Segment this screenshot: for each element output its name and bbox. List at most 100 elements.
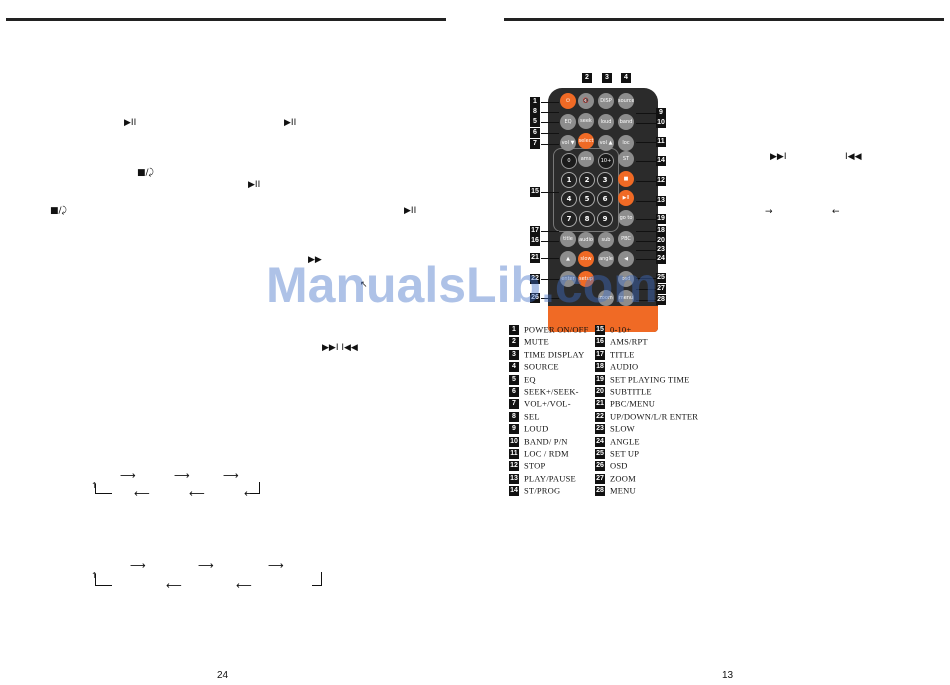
callout-23: 23: [656, 245, 666, 255]
callout-leader-line: [541, 122, 559, 123]
num2-button: 2: [579, 172, 595, 188]
legend-label: VOL+/VOL-: [524, 398, 571, 409]
legend-label: ANGLE: [610, 436, 640, 447]
goto-button: go to: [618, 210, 634, 226]
callout-13: 13: [656, 196, 666, 206]
legend-number-badge: 16: [595, 337, 605, 348]
source-button: source: [618, 93, 634, 109]
flow-bracket-left: [95, 484, 112, 494]
num5-button: 5: [579, 191, 595, 207]
callout-11: 11: [656, 137, 666, 147]
menu-button: menu: [618, 290, 634, 306]
seek-button: seek: [578, 113, 594, 129]
pbc-button: PBC: [618, 231, 634, 247]
angle-button: angle: [598, 251, 614, 267]
left-arrow-icon: ⟵: [166, 579, 182, 592]
callout-22: 22: [530, 274, 540, 284]
play-pause-icon: ▶II: [124, 118, 137, 128]
right-arrow-icon: ⟶: [130, 559, 146, 572]
callout-leader-line: [541, 279, 559, 280]
stop-return-icon: ■/⤸: [50, 206, 67, 216]
callout-leader-line: [636, 231, 656, 232]
right-arrow-icon: ⟶: [174, 469, 190, 482]
legend-label: LOC / RDM: [524, 448, 569, 459]
left-arrow-icon: ⟵: [134, 487, 150, 500]
legend-number-badge: 22: [595, 411, 605, 422]
legend-label: EQ: [524, 374, 536, 385]
num6-button: 6: [597, 191, 613, 207]
legend-number-badge: 15: [595, 325, 605, 336]
band-button: band P/N: [618, 114, 634, 130]
callout-15: 15: [530, 187, 540, 197]
callout-leader-line: [636, 300, 656, 301]
legend-number-badge: 12: [509, 461, 519, 472]
up-arrow-icon: ↑: [91, 481, 98, 490]
legend-number-badge: 23: [595, 424, 605, 435]
callout-16: 16: [530, 236, 540, 246]
right-arrow-icon: ⟶: [268, 559, 284, 572]
ten-plus-button: 10+: [598, 153, 614, 169]
legend-label: ST/PROG: [524, 485, 561, 496]
vol-up-button: vol ▲: [598, 135, 614, 151]
ams-rpt-button: ams rpt: [578, 151, 594, 167]
callout-8: 8: [530, 107, 540, 117]
legend-number-badge: 26: [595, 461, 605, 472]
legend-number-badge: 11: [509, 449, 519, 460]
legend-label: MENU: [610, 485, 636, 496]
play-pause-icon: ▶II: [248, 180, 261, 190]
legend-number-badge: 24: [595, 436, 605, 447]
callout-leader-line: [636, 289, 656, 290]
next-prev-icons: ▶▶I I◀◀: [322, 343, 358, 353]
callout-leader-line: [541, 102, 559, 103]
legend-number-badge: 4: [509, 362, 519, 373]
legend-row: 13 PLAY/PAUSE: [509, 473, 576, 484]
legend-number-badge: 13: [509, 473, 519, 484]
legend-number-badge: 20: [595, 387, 605, 398]
legend-number-badge: 3: [509, 349, 519, 360]
legend-label: SUBTITLE: [610, 386, 652, 397]
flow-bracket-left: [95, 574, 112, 586]
callout-7: 7: [530, 139, 540, 149]
page-number-right: 13: [722, 670, 734, 681]
callout-26: 26: [530, 293, 540, 303]
up-arrow-icon: ↑: [91, 571, 98, 580]
legend-label: MUTE: [524, 336, 549, 347]
callout-4: 4: [621, 73, 631, 83]
stop-button: ■: [618, 171, 634, 187]
callout-leader-line: [636, 259, 656, 260]
legend-label: PLAY/PAUSE: [524, 473, 576, 484]
legend-row: 20 SUBTITLE: [595, 386, 652, 398]
legend-label: ZOOM: [610, 473, 636, 484]
callout-leader-line: [541, 144, 559, 145]
legend-number-badge: 21: [595, 399, 605, 410]
legend-number-badge: 27: [595, 473, 605, 484]
legend-number-badge: 10: [509, 436, 519, 447]
legend-label: SEEK+/SEEK-: [524, 386, 579, 397]
callout-5: 5: [530, 117, 540, 127]
subtitle-button: sub title: [598, 232, 614, 248]
slow-button: slow: [578, 251, 594, 267]
callout-leader-line: [636, 278, 656, 279]
callout-9: 9: [656, 108, 666, 118]
next-track-icon: ▶▶I: [770, 152, 787, 162]
callout-leader-line: [541, 192, 559, 193]
legend-label: SET PLAYING TIME: [610, 374, 690, 385]
right-arrow-icon: ⟶: [198, 559, 214, 572]
callout-leader-line: [541, 133, 559, 134]
return-arrow-icon: ↖: [360, 280, 368, 290]
legend-label: STOP: [524, 460, 546, 471]
callout-leader-line: [636, 142, 656, 143]
legend-number-badge: 18: [595, 362, 605, 373]
callout-leader-line: [636, 250, 656, 251]
